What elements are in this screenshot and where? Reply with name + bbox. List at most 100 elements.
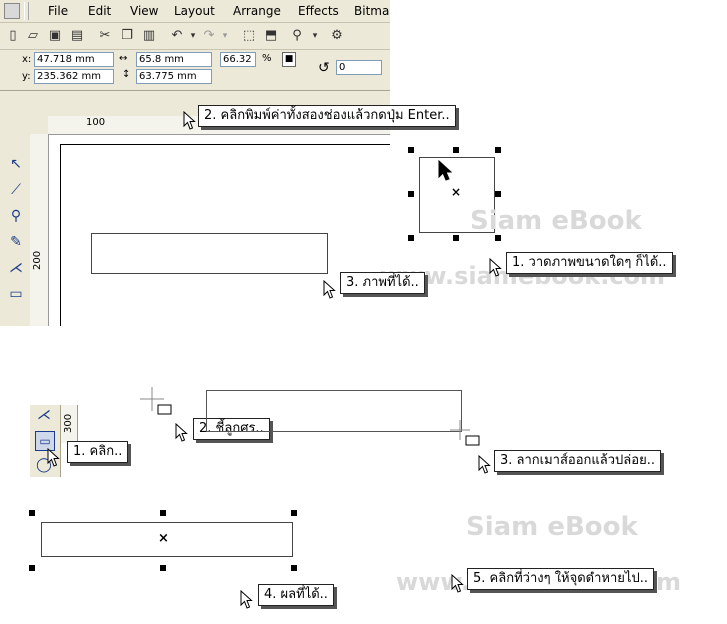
result-rectangle[interactable]: [91, 233, 328, 274]
app-icon[interactable]: [4, 3, 20, 19]
vertical-ruler[interactable]: 200: [30, 134, 49, 326]
lock-ratio-icon[interactable]: ■: [282, 52, 296, 67]
zoom-tool-icon[interactable]: ⚲: [10, 208, 22, 224]
callout-bottom-step2: 2. ชี้ลูกศร..: [193, 418, 270, 440]
dragging-rectangle: [206, 390, 462, 432]
watermark-brand: Siam eBook: [466, 512, 638, 542]
arrow-cursor-icon: [478, 455, 491, 474]
launcher-dropdown-icon[interactable]: ▾: [312, 31, 318, 41]
center-mark: ×: [158, 531, 169, 546]
print-icon[interactable]: ▤: [70, 28, 84, 43]
x-position-field[interactable]: 47.718 mm: [34, 52, 114, 67]
freehand-tool-icon[interactable]: ✎: [10, 234, 22, 250]
menu-arrange[interactable]: Arrange: [233, 4, 281, 18]
callout-top-step1: 1. วาดภาพขนาดใดๆ ก็ได้..: [506, 252, 673, 274]
copy-icon[interactable]: ❐: [121, 28, 133, 43]
callout-bottom-step5: 5. คลิกที่ว่างๆ ให้จุดดำหายไป..: [467, 568, 654, 590]
smart-drawing-tool-icon[interactable]: ⋌: [9, 260, 23, 276]
height-arrow-icon: ↕: [122, 69, 131, 80]
arrow-cursor-icon: [489, 258, 502, 277]
callout-bottom-step3: 3. ลากเมาส์ออกแล้วปล่อย..: [494, 450, 661, 472]
pick-tool-icon[interactable]: ↖: [10, 156, 22, 172]
width-field[interactable]: 65.8 mm: [136, 52, 212, 67]
menu-view[interactable]: View: [130, 4, 159, 18]
selection-handle[interactable]: [495, 191, 501, 197]
callout-bottom-step1: 1. คลิก..: [67, 441, 129, 463]
scale-field[interactable]: 66.32: [220, 52, 256, 67]
menu-file[interactable]: File: [48, 4, 69, 18]
result-rectangle[interactable]: [41, 522, 293, 557]
y-position-field[interactable]: 235.362 mm: [34, 69, 114, 84]
menu-layout[interactable]: Layout: [174, 4, 215, 18]
arrow-cursor-icon: [47, 448, 60, 467]
shape-tool-icon[interactable]: ⟋: [11, 182, 21, 198]
arrow-cursor-icon: [323, 280, 336, 299]
selection-handle[interactable]: [408, 191, 414, 197]
crosshair-icon: [450, 420, 480, 446]
selection-handle[interactable]: [160, 510, 166, 516]
width-arrow-icon: ↔: [119, 53, 128, 64]
rectangle-tool-icon[interactable]: ▭: [9, 286, 23, 302]
selection-handle[interactable]: [29, 565, 35, 571]
application-launcher-icon[interactable]: ⚲: [292, 28, 302, 43]
selection-handle[interactable]: [408, 147, 414, 153]
open-file-icon[interactable]: ▱: [28, 28, 38, 43]
undo-icon[interactable]: ↶: [171, 28, 183, 43]
selection-handle[interactable]: [495, 147, 501, 153]
y-label: y:: [22, 71, 31, 82]
selected-square[interactable]: [419, 157, 495, 233]
menu-bar: File Edit View Layout Arrange Effects Bi…: [0, 0, 390, 23]
export-icon[interactable]: ⬒: [264, 28, 278, 43]
toolbox: ↖ ⟋ ⚲ ✎ ⋌ ▭: [0, 116, 31, 326]
callout-top-step2: 2. คลิกพิมพ์ค่าทั้งสองช่องแล้วกดปุ่ม Ent…: [198, 105, 456, 127]
arrow-cursor-icon: [240, 590, 253, 609]
page-border: [60, 144, 390, 326]
menu-bitmap[interactable]: Bitmap: [354, 4, 390, 18]
cut-icon[interactable]: ✂: [99, 28, 111, 43]
menu-edit[interactable]: Edit: [88, 4, 112, 18]
standard-toolbar: ▯ ▱ ▣ ▤ ✂ ❐ ▥ ↶ ▾ ↷ ▾ ⬚ ⬒ ⚲ ▾ ⚙: [0, 23, 390, 50]
drawing-canvas[interactable]: [49, 135, 390, 326]
arrow-cursor-icon: [438, 160, 453, 181]
ruler-corner[interactable]: [30, 116, 49, 135]
menu-effects[interactable]: Effects: [298, 4, 339, 18]
selection-handle[interactable]: [453, 235, 459, 241]
percent-label: %: [262, 53, 272, 64]
redo-dropdown-icon[interactable]: ▾: [222, 31, 228, 41]
center-mark: ×: [451, 185, 462, 199]
import-icon[interactable]: ⬚: [242, 28, 256, 43]
smart-drawing-tool-icon[interactable]: ⋌: [37, 407, 51, 423]
corel-window: File Edit View Layout Arrange Effects Bi…: [0, 0, 390, 326]
selection-handle[interactable]: [291, 565, 297, 571]
rectangle-tool-icon[interactable]: ▭: [35, 431, 55, 451]
callout-bottom-step4: 4. ผลที่ได้..: [258, 584, 334, 606]
paste-icon[interactable]: ▥: [142, 28, 156, 43]
selection-handle[interactable]: [495, 235, 501, 241]
corel-online-icon[interactable]: ⚙: [331, 28, 343, 43]
vertical-ruler-crop: 300: [61, 405, 78, 443]
arrow-cursor-icon: [175, 423, 188, 442]
arrow-cursor-icon: [183, 111, 196, 130]
height-field[interactable]: 63.775 mm: [136, 69, 212, 84]
x-label: x:: [22, 54, 32, 65]
rotation-field[interactable]: 0: [336, 60, 382, 75]
new-file-icon[interactable]: ▯: [9, 28, 17, 43]
undo-dropdown-icon[interactable]: ▾: [190, 31, 196, 41]
selection-handle[interactable]: [29, 510, 35, 516]
arrow-cursor-icon: [451, 574, 464, 593]
selection-handle[interactable]: [408, 235, 414, 241]
crosshair-icon: [140, 387, 172, 415]
selection-handle[interactable]: [453, 147, 459, 153]
selection-handle[interactable]: [160, 565, 166, 571]
menu-bar-grip: [24, 2, 29, 20]
ruler-tick-label: 200: [32, 250, 43, 270]
redo-icon[interactable]: ↷: [203, 28, 215, 43]
watermark-brand: Siam eBook: [470, 206, 642, 236]
save-icon[interactable]: ▣: [48, 28, 62, 43]
callout-top-step3: 3. ภาพที่ได้..: [340, 272, 425, 294]
ruler-tick-label: 100: [86, 117, 106, 128]
ruler-tick-label: 300: [63, 413, 74, 433]
selection-handle[interactable]: [291, 510, 297, 516]
property-bar: x: 47.718 mm y: 235.362 mm ↔ 65.8 mm ↕ 6…: [0, 50, 390, 91]
rotation-icon: ↺: [318, 60, 330, 76]
